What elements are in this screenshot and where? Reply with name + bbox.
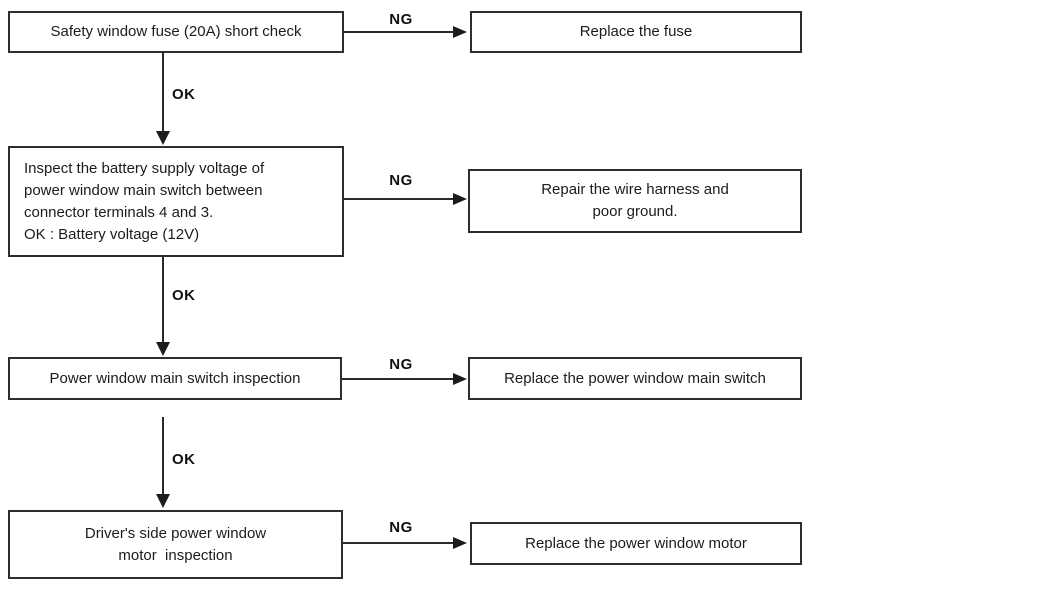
arrowhead-down-icon: [156, 131, 170, 145]
ok-connector-line-3: [162, 417, 164, 495]
ok-label-2: OK: [172, 287, 196, 304]
step-box-battery-voltage-inspection: Inspect the battery supply voltage of po…: [8, 146, 344, 257]
ng-connector-line-4: [343, 542, 454, 544]
ng-connector-line-1: [344, 31, 454, 33]
result-box-repair-wire-harness: Repair the wire harness and poor ground.: [468, 169, 802, 233]
ng-label-4: NG: [389, 519, 413, 536]
arrowhead-right-icon: [453, 537, 467, 549]
step-box-label: Safety window fuse (20A) short check: [50, 23, 302, 40]
result-box-label: Replace the power window main switch: [504, 369, 766, 387]
result-box-replace-fuse: Replace the fuse: [470, 11, 802, 53]
step-box-motor-inspection: Driver's side power window motor inspect…: [8, 510, 343, 579]
step-box-label: Inspect the battery supply voltage of po…: [24, 159, 265, 243]
step-box-main-switch-inspection: Power window main switch inspection: [8, 357, 342, 400]
arrowhead-down-icon: [156, 494, 170, 508]
ok-connector-line-2: [162, 257, 164, 343]
result-box-replace-main-switch: Replace the power window main switch: [468, 357, 802, 400]
arrowhead-right-icon: [453, 26, 467, 38]
ng-connector-line-2: [344, 198, 454, 200]
ng-connector-line-3: [342, 378, 454, 380]
ok-connector-line-1: [162, 53, 164, 132]
arrowhead-down-icon: [156, 342, 170, 356]
ng-label-1: NG: [389, 11, 413, 28]
result-box-label: Replace the fuse: [579, 23, 693, 40]
arrowhead-right-icon: [453, 193, 467, 205]
ng-label-2: NG: [389, 172, 413, 189]
step-box-label: Power window main switch inspection: [49, 369, 301, 387]
result-box-label: Replace the power window motor: [525, 534, 747, 552]
arrowhead-right-icon: [453, 373, 467, 385]
result-box-label: Repair the wire harness and poor ground.: [541, 181, 729, 220]
ng-label-3: NG: [389, 356, 413, 373]
ok-label-3: OK: [172, 451, 196, 468]
ok-label-1: OK: [172, 86, 196, 103]
step-box-safety-fuse-check: Safety window fuse (20A) short check: [8, 11, 344, 53]
step-box-label: Driver's side power window motor inspect…: [84, 524, 267, 564]
result-box-replace-motor: Replace the power window motor: [470, 522, 802, 565]
